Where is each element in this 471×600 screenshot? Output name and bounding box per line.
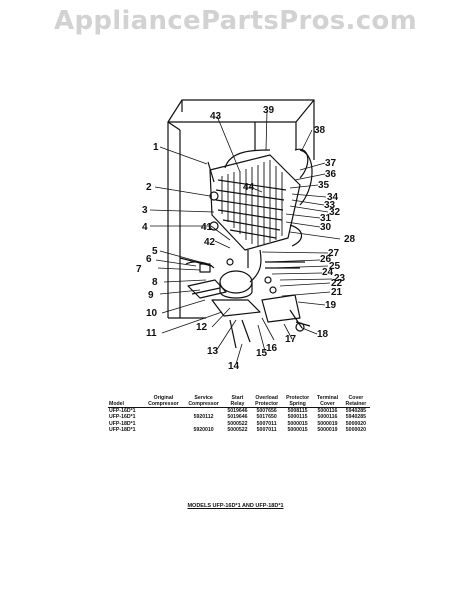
callout-32: 32 [329, 207, 341, 218]
cell-overload-protector: 5017650 [256, 414, 277, 421]
table-row: UFP-16D*1 5019646 5007656 5008115 500011… [108, 408, 370, 415]
callout-42: 42 [204, 237, 216, 248]
callout-3: 3 [142, 205, 148, 216]
callout-38: 38 [314, 125, 326, 136]
watermark-text: AppliancePartsPros.com [54, 6, 417, 36]
table-row: UFP-18D*1 5920010 5000522 5007011 500001… [108, 427, 370, 433]
coil-fins [221, 160, 283, 246]
callout-7: 7 [136, 264, 142, 275]
cell-service-compressor: 5920010 [193, 427, 214, 434]
callout-28: 28 [344, 234, 356, 245]
callout-36: 36 [325, 169, 337, 180]
cell-terminal-cover: 5000116 [317, 408, 338, 414]
refrigerant-tubing [224, 148, 313, 283]
callout-30: 30 [320, 222, 332, 233]
cell-service-compressor: 5920112 [193, 414, 214, 421]
callout-41: 41 [201, 222, 213, 233]
condenser-coil [209, 154, 301, 251]
cell-start-relay: 5000522 [227, 420, 248, 427]
cell-cover-retainer: 5940285 [345, 414, 366, 421]
cabinet-outline [167, 99, 315, 319]
callout-leaders [149, 110, 341, 365]
callout-21: 21 [331, 287, 343, 298]
cell-original-compressor [143, 408, 183, 415]
cell-service-compressor [183, 408, 223, 415]
callout-23: 23 [334, 273, 346, 284]
callout-16: 16 [266, 343, 278, 354]
callout-35: 35 [318, 180, 330, 191]
cell-cover-retainer: 5000020 [345, 420, 366, 427]
callout-34: 34 [327, 192, 339, 203]
callout-11: 11 [146, 328, 157, 339]
cell-overload-protector: 5007656 [256, 408, 277, 414]
callout-31: 31 [320, 213, 332, 224]
callout-22: 22 [331, 278, 343, 289]
callout-44: 44 [243, 182, 255, 193]
callout-33: 33 [324, 200, 336, 211]
callout-39: 39 [263, 105, 275, 116]
callout-labels: 1 2 3 4 5 6 7 8 9 10 11 12 13 14 15 16 1… [136, 105, 356, 372]
table-row: UFP-16D*1 5920112 5019646 5017650 500011… [108, 414, 370, 420]
callout-17: 17 [285, 334, 297, 345]
callout-24: 24 [322, 267, 334, 278]
compressor [211, 270, 261, 349]
callout-9: 9 [148, 290, 154, 301]
cell-model: UFP-16D*1 [109, 414, 136, 421]
cell-protector-spring: 5000015 [287, 427, 308, 434]
callout-10: 10 [146, 308, 158, 319]
callout-8: 8 [152, 277, 158, 288]
table-row: UFP-18D*1 5000522 5007011 5000015 500001… [108, 421, 370, 427]
callout-27: 27 [328, 248, 340, 259]
cell-overload-protector: 5007011 [256, 420, 277, 427]
callout-14: 14 [228, 361, 240, 372]
callout-37: 37 [325, 158, 337, 169]
cell-terminal-cover: 5000019 [317, 420, 338, 427]
callout-5: 5 [152, 246, 158, 257]
callout-6: 6 [146, 254, 152, 265]
cell-model: UFP-18D*1 [109, 427, 136, 434]
callout-43: 43 [210, 111, 222, 122]
cell-start-relay: 5019646 [227, 414, 248, 421]
callout-1: 1 [153, 142, 159, 153]
cell-protector-spring: 5008115 [287, 408, 308, 414]
cell-model: UFP-16D*1 [109, 408, 136, 414]
callout-15: 15 [256, 348, 268, 359]
cell-start-relay: 5000522 [227, 427, 248, 434]
callout-4: 4 [142, 222, 148, 233]
callout-26: 26 [320, 254, 332, 265]
cell-overload-protector: 5007011 [256, 427, 277, 434]
callout-12: 12 [196, 322, 208, 333]
cell-terminal-cover: 5000116 [317, 414, 338, 421]
cell-protector-spring: 5000015 [287, 420, 308, 427]
callout-2: 2 [146, 182, 152, 193]
callout-13: 13 [207, 346, 219, 357]
callout-25: 25 [329, 261, 341, 272]
cell-original-compressor [143, 427, 183, 433]
cell-cover-retainer: 5940285 [345, 408, 366, 414]
cell-terminal-cover: 5000019 [317, 427, 338, 434]
col-header-model: Model [108, 395, 144, 408]
cell-protector-spring: 5000115 [287, 414, 308, 421]
callout-19: 19 [325, 300, 337, 311]
cell-cover-retainer: 5000020 [345, 427, 366, 434]
cell-model: UFP-18D*1 [109, 420, 136, 427]
callout-18: 18 [317, 329, 329, 340]
cell-start-relay: 5019646 [227, 408, 248, 414]
models-caption: MODELS UFP-16D*1 AND UFP-18D*1 [187, 503, 284, 509]
drain-and-tube-assembly [261, 261, 311, 332]
